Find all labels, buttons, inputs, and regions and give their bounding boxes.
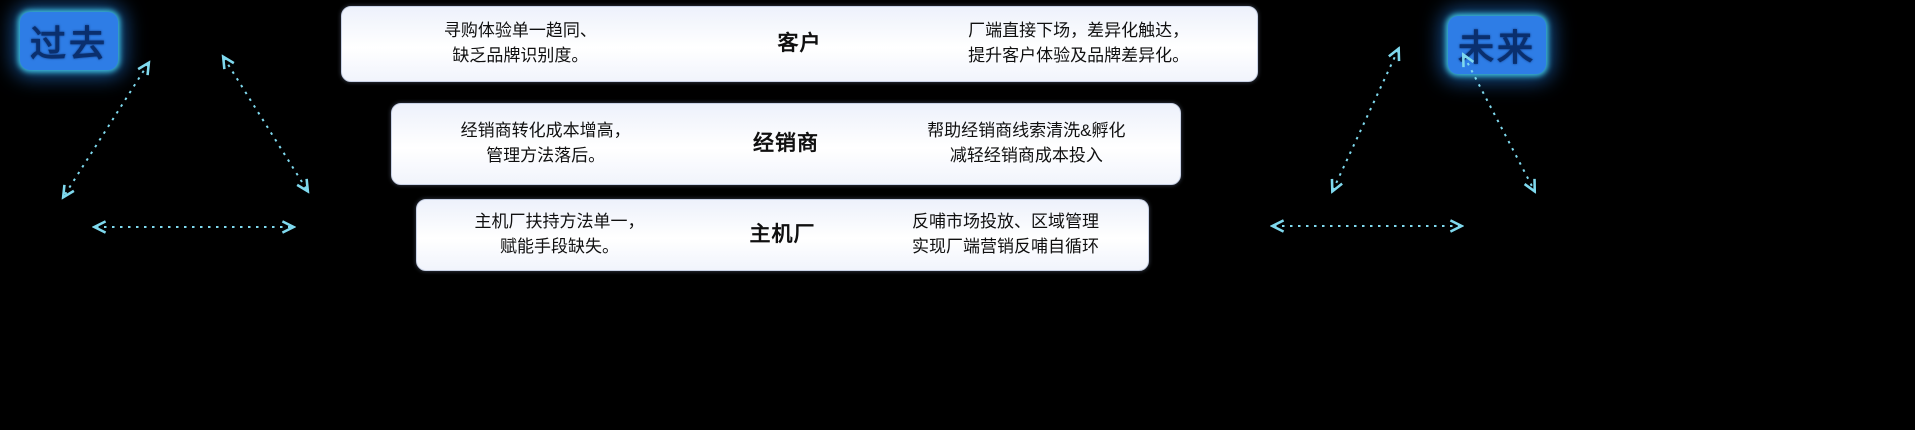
row-customer: 寻购体验单一趋同、 缺乏品牌识别度。 客户 厂端直接下场，差异化触达， 提升客户… (341, 6, 1258, 82)
row-customer-title: 客户 (777, 31, 822, 55)
row-dealer-past-text: 经销商转化成本增高， 管理方法落后。 (460, 121, 631, 165)
row-oem-title: 主机厂 (749, 222, 816, 246)
row-oem: 主机厂扶持方法单一， 赋能手段缺失。 主机厂 反哺市场投放、区域管理 实现厂端营… (416, 199, 1149, 271)
row-customer-future-text: 厂端直接下场，差异化触达， 提升客户体验及品牌差异化。 (968, 21, 1190, 65)
row-oem-past-text: 主机厂扶持方法单一， 赋能手段缺失。 (474, 212, 645, 256)
past-label: 过去 (20, 12, 119, 70)
row-dealer-title: 经销商 (753, 131, 819, 155)
row-oem-future-text: 反哺市场投放、区域管理 实现厂端营销反哺自循环 (911, 212, 1099, 256)
row-customer-past-text: 寻购体验单一趋同、 缺乏品牌识别度。 (443, 21, 597, 65)
past-triangle-icon (64, 58, 307, 227)
future-triangle-icon (1274, 50, 1534, 226)
row-dealer-future-text: 帮助经销商线索清洗&孵化 减轻经销商成本投入 (927, 121, 1126, 165)
row-dealer: 经销商转化成本增高， 管理方法落后。 经销商 帮助经销商线索清洗&孵化 减轻经销… (391, 103, 1181, 185)
